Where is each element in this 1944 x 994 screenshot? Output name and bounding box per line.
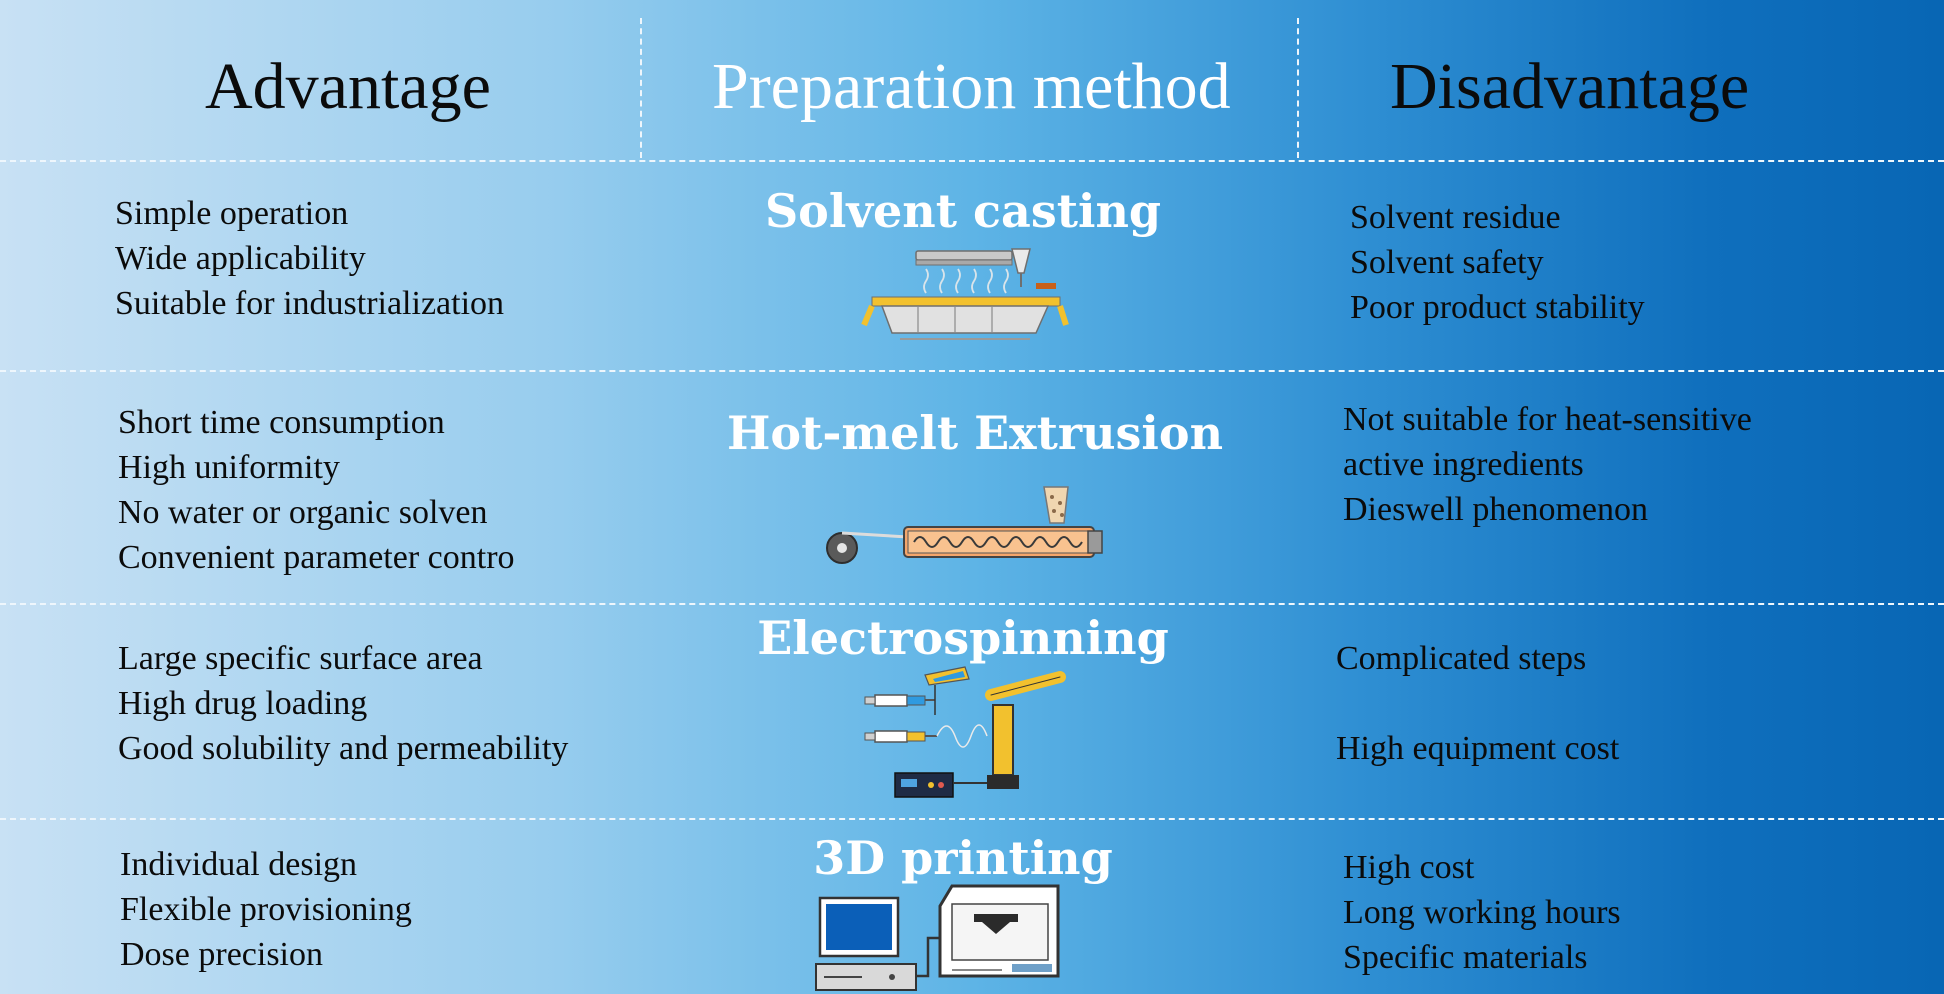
solvent-casting-apparatus-icon <box>861 248 1069 340</box>
3d-printing-advantages: Individual design Flexible provisioning … <box>120 842 412 977</box>
advantage-item: No water or organic solven <box>118 494 488 531</box>
disadvantage-item: High equipment cost <box>1336 730 1620 767</box>
electrospinning-disadvantages: Complicated steps High equipment cost <box>1336 636 1619 771</box>
disadvantage-header: Disadvantage <box>1390 50 1750 123</box>
disadvantage-item: Solvent safety <box>1350 244 1544 281</box>
preparation-method-header: Preparation method <box>712 50 1231 123</box>
advantage-item: Individual design <box>120 846 358 883</box>
row-divider-2 <box>0 603 1944 605</box>
advantage-item: High drug loading <box>118 685 368 722</box>
method-hot-melt-extrusion: Hot-melt Extrusion <box>726 406 1224 460</box>
disadvantage-item: Complicated steps <box>1336 640 1587 677</box>
advantage-item: Suitable for industrialization <box>115 285 505 322</box>
disadvantage-item: Specific materials <box>1343 939 1588 976</box>
3d-printing-disadvantages: High cost Long working hours Specific ma… <box>1343 845 1621 980</box>
advantage-item: Flexible provisioning <box>120 891 412 928</box>
disadvantage-item: Long working hours <box>1343 894 1621 931</box>
advantage-item: High uniformity <box>118 449 340 486</box>
row-divider-1 <box>0 370 1944 372</box>
hot-melt-extrusion-advantages: Short time consumption High uniformity N… <box>118 400 515 580</box>
advantage-header: Advantage <box>205 50 491 123</box>
3d-printer-computer-icon <box>815 884 1060 991</box>
advantage-item: Wide applicability <box>115 240 366 277</box>
disadvantage-item: active ingredients <box>1343 446 1584 483</box>
advantage-item: Large specific surface area <box>118 640 483 677</box>
disadvantage-item <box>1336 681 1619 726</box>
electrospinning-advantages: Large specific surface area High drug lo… <box>118 636 568 771</box>
method-3d-printing: 3D printing <box>813 831 1113 885</box>
column-divider-2 <box>1297 18 1299 158</box>
hot-melt-extrusion-disadvantages: Not suitable for heat-sensitive active i… <box>1343 397 1752 532</box>
disadvantage-item: Poor product stability <box>1350 289 1645 326</box>
advantage-item: Simple operation <box>115 195 349 232</box>
advantage-item: Short time consumption <box>118 404 445 441</box>
advantage-item: Good solubility and permeability <box>118 730 569 767</box>
header-divider <box>0 160 1944 162</box>
extruder-icon <box>826 486 1103 564</box>
column-divider-1 <box>640 18 642 158</box>
disadvantage-item: Solvent residue <box>1350 199 1561 236</box>
disadvantage-item: Not suitable for heat-sensitive <box>1343 401 1752 438</box>
solvent-casting-advantages: Simple operation Wide applicability Suit… <box>115 191 504 326</box>
solvent-casting-disadvantages: Solvent residue Solvent safety Poor prod… <box>1350 195 1645 330</box>
disadvantage-item: Dieswell phenomenon <box>1343 491 1648 528</box>
row-divider-3 <box>0 818 1944 820</box>
method-solvent-casting: Solvent casting <box>764 184 1162 238</box>
advantage-item: Convenient parameter contro <box>118 539 515 576</box>
disadvantage-item: High cost <box>1343 849 1475 886</box>
advantage-item: Dose precision <box>120 936 324 973</box>
electrospinning-setup-icon <box>864 666 1066 798</box>
method-electrospinning: Electrospinning <box>757 611 1169 665</box>
